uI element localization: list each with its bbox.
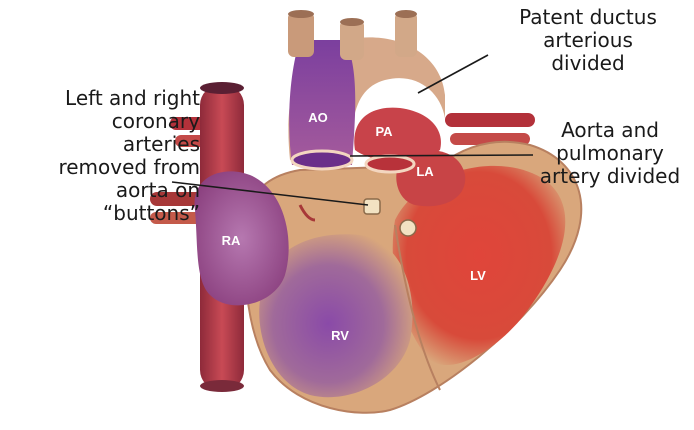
coronary-button — [364, 199, 380, 214]
label-ra: RA — [222, 233, 241, 248]
pa-divided-ring — [366, 156, 414, 172]
callout-coronary-arteries: Left and right coronary arteries removed… — [4, 87, 200, 225]
label-lv: LV — [470, 268, 486, 283]
aorta-divided-ring — [292, 151, 352, 169]
label-rv: RV — [331, 328, 349, 343]
label-pa: PA — [375, 124, 393, 139]
label-la: LA — [416, 164, 434, 179]
label-ao: AO — [308, 110, 328, 125]
callout-patent-ductus: Patent ductus arterious divided — [488, 6, 688, 75]
callout-aorta-pulmonary-divided: Aorta and pulmonary artery divided — [530, 119, 690, 188]
pulmonary-artery — [354, 108, 441, 162]
leader-line-aorta-pa — [350, 155, 533, 156]
coronary-button-right — [400, 220, 416, 236]
